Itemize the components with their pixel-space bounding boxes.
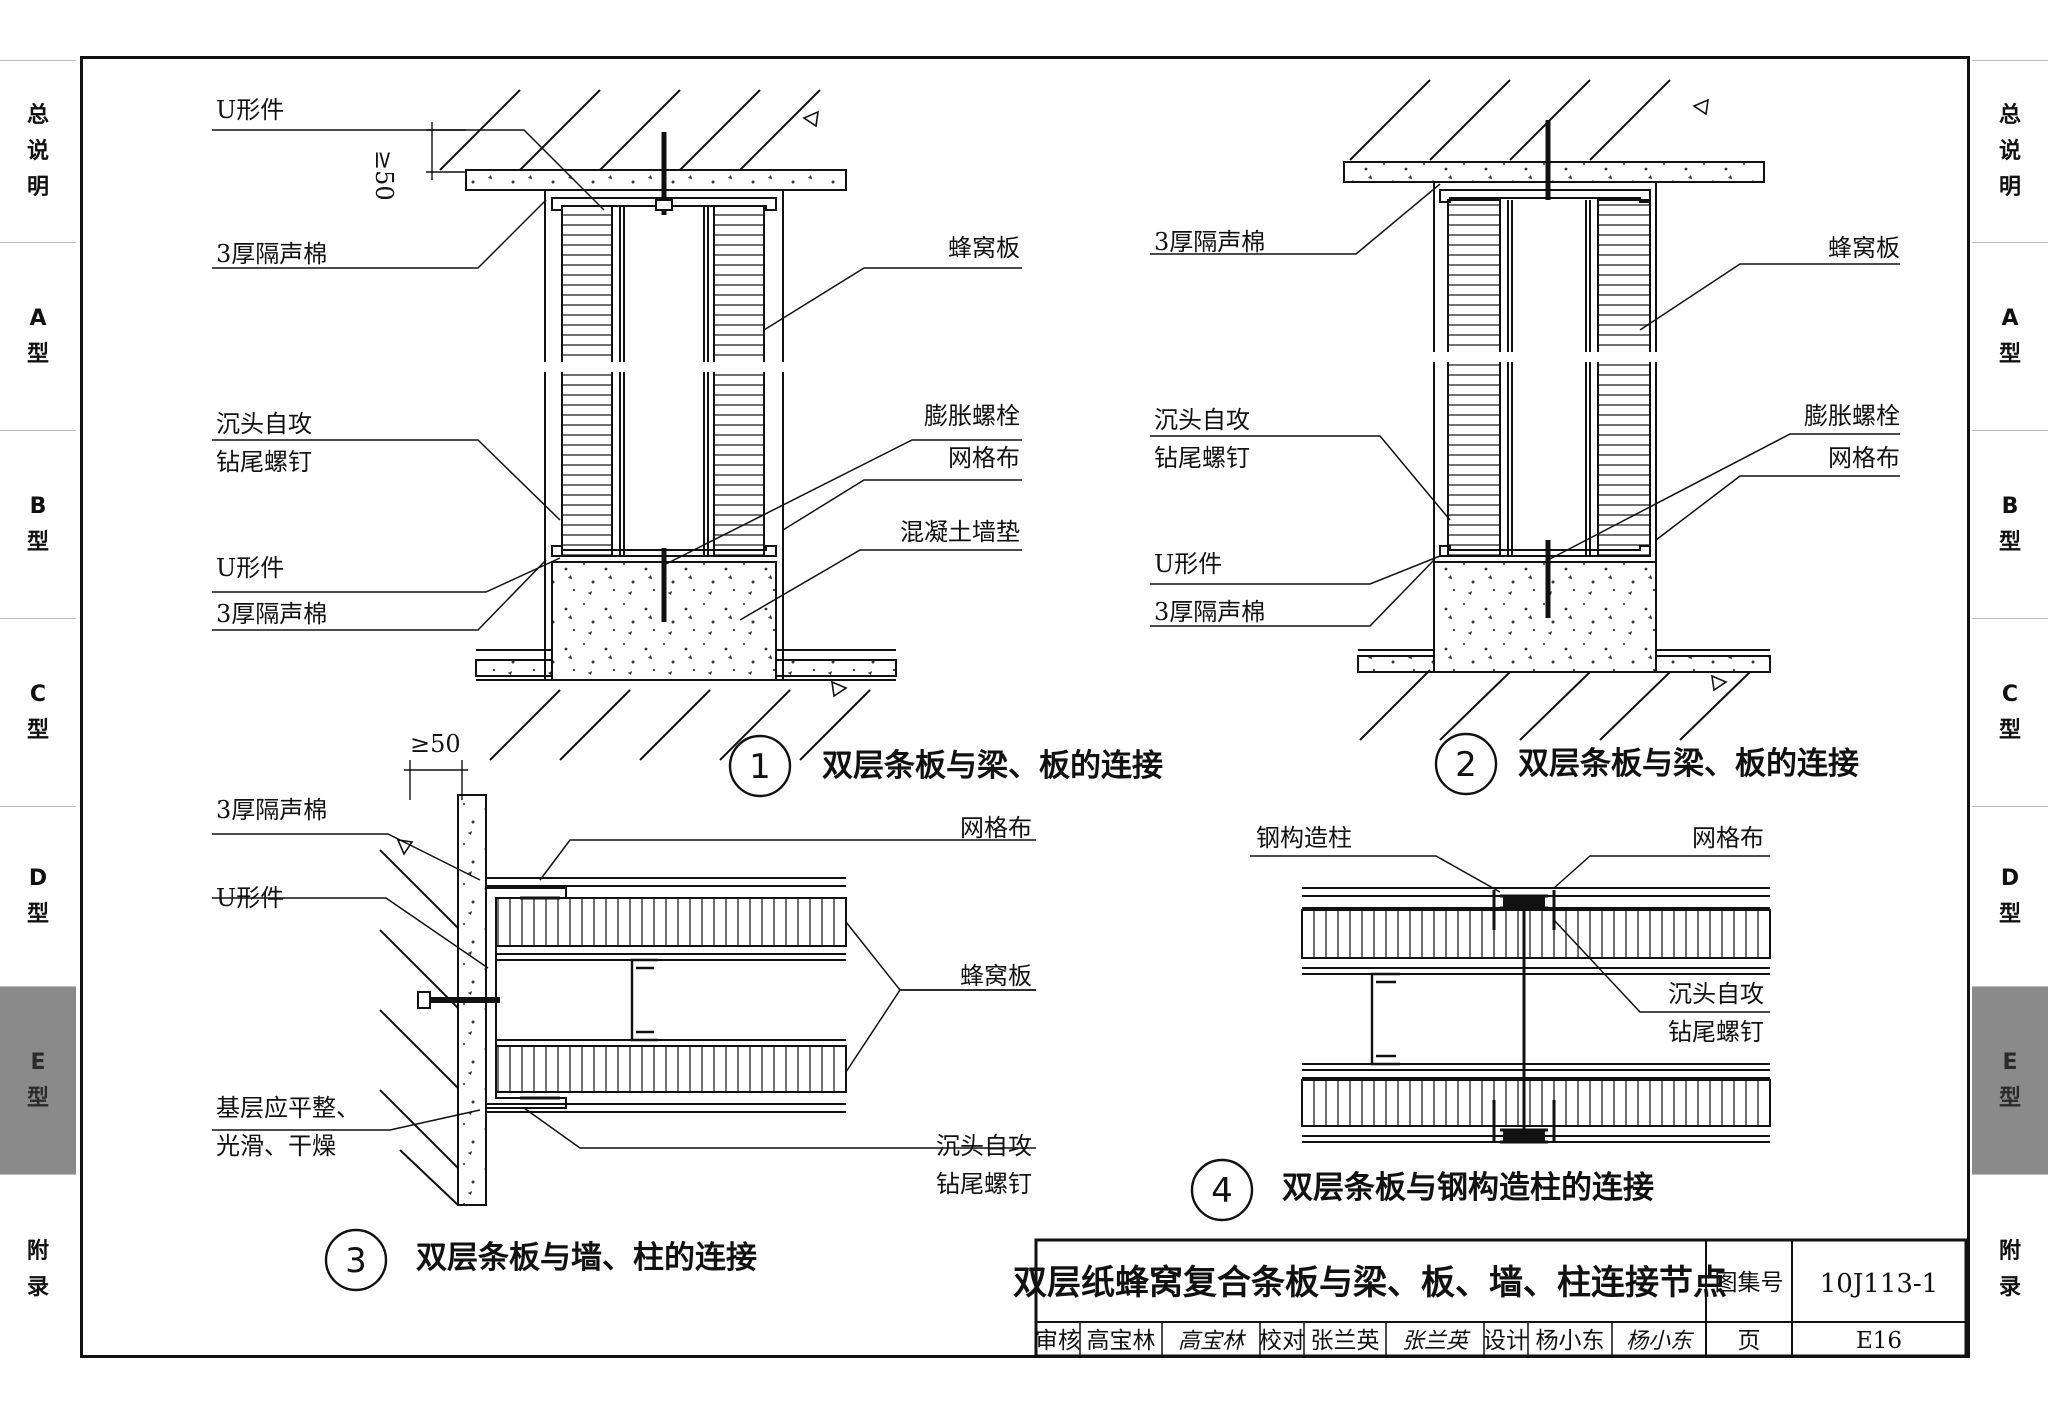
side-tab-e-right[interactable]: E型 [1972,986,2048,1174]
side-tab-general[interactable]: 总说明 [0,60,76,242]
side-tab-c[interactable]: C型 [0,618,76,806]
d2-label-mesh: 网格布 [1828,444,1900,472]
detail-4-caption: 4 双层条板与钢构造柱的连接 [1190,1158,1654,1222]
detail-2-caption: 2 双层条板与梁、板的连接 [1434,732,1859,796]
d3-label-mesh: 网格布 [960,814,1032,842]
d1-label-cotton-top: 3厚隔声棉 [216,240,327,268]
d4-caption: 双层条板与钢构造柱的连接 [1282,1170,1654,1206]
title-block-page-no: E16 [1856,1328,1902,1354]
drawing-frame [80,56,1970,1358]
detail-1-drawing [212,89,1022,761]
title-block: 双层纸蜂窝复合条板与梁、板、墙、柱连接节点 图集号 10J113-1 审核 高宝… [1013,1238,1968,1358]
d3-label-base-1: 基层应平整、 [216,1094,360,1122]
side-tab-b-right[interactable]: B型 [1972,430,2048,618]
d3-label-u-part: U形件 [216,884,284,912]
detail-1-floor-hatch [489,689,871,761]
title-block-page-label: 页 [1738,1328,1761,1354]
d3-label-base-2: 光滑、干燥 [216,1132,336,1160]
d4-label-column: 钢构造柱 [1256,824,1352,852]
detail-1-ceiling-plaster [465,169,847,191]
d4-number: 4 [1211,1171,1233,1211]
d1-label-mesh: 网格布 [948,444,1020,472]
side-tab-e[interactable]: E型 [0,986,76,1174]
d1-label-pad: 混凝土墙垫 [900,518,1020,546]
title-block-check-label: 校对 [1259,1328,1305,1354]
d2-label-bolt: 膨胀螺栓 [1804,402,1900,430]
title-block-designer-signature: 杨小东 [1626,1329,1695,1354]
detail-1-caption: 1 双层条板与梁、板的连接 [728,734,1163,798]
title-block-checker: 张兰英 [1311,1328,1380,1354]
side-tab-a[interactable]: A型 [0,242,76,430]
detail-3-drawing [212,760,1036,1206]
side-tab-general-right[interactable]: 总说明 [1972,60,2048,242]
d1-label-u-top: U形件 [216,96,284,124]
d1-label-cotton-bottom: 3厚隔声棉 [216,600,327,628]
title-block-reviewer: 高宝林 [1087,1328,1156,1354]
d1-label-screw-1: 沉头自攻 [216,410,312,438]
d1-caption: 双层条板与梁、板的连接 [822,748,1163,784]
title-block-design-label: 设计 [1483,1328,1529,1354]
title-block-reviewer-signature: 高宝林 [1178,1329,1247,1354]
d2-label-u-bottom: U形件 [1154,550,1222,578]
d2-label-screw-1: 沉头自攻 [1154,406,1250,434]
d1-label-u-bottom: U形件 [216,554,284,582]
d1-number: 1 [749,747,771,787]
d1-dimension: ≥50 [370,150,398,201]
title-block-checker-signature: 张兰英 [1402,1329,1471,1354]
detail-2-drawing [1150,79,1900,741]
side-tab-b[interactable]: B型 [0,430,76,618]
detail-3-caption: 3 双层条板与墙、柱的连接 [324,1228,757,1292]
d4-label-mesh: 网格布 [1692,824,1764,852]
d4-label-screw-1: 沉头自攻 [1668,980,1764,1008]
title-block-atlas-no: 10J113-1 [1820,1269,1938,1299]
side-tabs-left: 总说明 A型 B型 C型 D型 E型 附录 [0,0,76,1417]
d3-dimension: ≥50 [410,730,461,758]
side-tab-d[interactable]: D型 [0,806,76,986]
d4-label-screw-2: 钻尾螺钉 [1668,1018,1764,1046]
side-tab-c-right[interactable]: C型 [1972,618,2048,806]
side-tab-a-right[interactable]: A型 [1972,242,2048,430]
title-block-designer: 杨小东 [1536,1328,1605,1354]
side-tab-appendix[interactable]: 附录 [0,1174,76,1364]
d2-number: 2 [1455,745,1477,785]
d2-caption: 双层条板与梁、板的连接 [1518,746,1859,782]
d2-label-screw-2: 钻尾螺钉 [1154,444,1250,472]
d3-label-cotton: 3厚隔声棉 [216,796,327,824]
d3-label-honeycomb: 蜂窝板 [960,962,1032,990]
title-block-review-label: 审核 [1035,1328,1081,1354]
side-tab-appendix-right[interactable]: 附录 [1972,1174,2048,1364]
d2-label-honeycomb: 蜂窝板 [1828,234,1900,262]
side-tab-d-right[interactable]: D型 [1972,806,2048,986]
detail-1-slab-hatch [439,89,821,171]
d3-label-screw-2: 钻尾螺钉 [936,1170,1032,1198]
title-block-title: 双层纸蜂窝复合条板与梁、板、墙、柱连接节点 [1013,1263,1727,1303]
side-tabs-right: 总说明 A型 B型 C型 D型 E型 附录 [1972,0,2048,1417]
d1-label-honeycomb: 蜂窝板 [948,234,1020,262]
detail-4-drawing [1250,855,1771,1144]
d3-caption: 双层条板与墙、柱的连接 [416,1240,757,1276]
title-block-atlas-label: 图集号 [1715,1270,1784,1296]
d2-label-cotton-top: 3厚隔声棉 [1154,228,1265,256]
d1-label-bolt: 膨胀螺栓 [924,402,1020,430]
d3-label-screw-1: 沉头自攻 [936,1132,1032,1160]
d1-label-screw-2: 钻尾螺钉 [216,448,312,476]
d2-label-cotton-bottom: 3厚隔声棉 [1154,598,1265,626]
d3-number: 3 [345,1241,367,1281]
